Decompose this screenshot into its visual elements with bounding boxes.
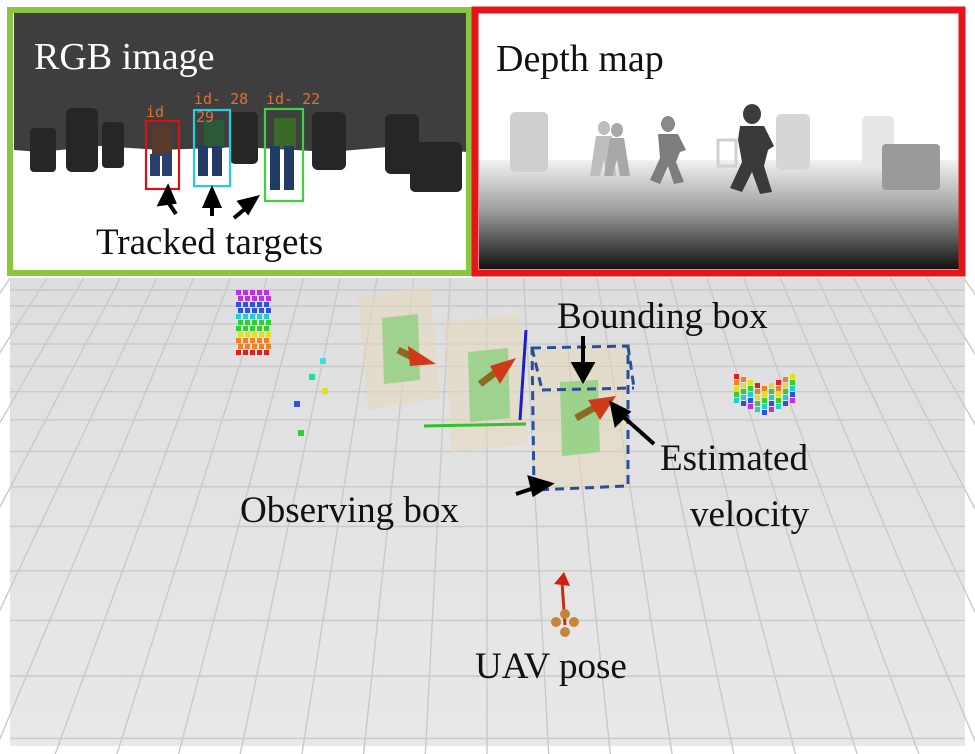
track-id-label: id- 28 xyxy=(194,90,248,108)
tracked-targets-caption: Tracked targets xyxy=(96,222,324,263)
rgb-obstacles xyxy=(30,108,462,192)
rgb-panel-title: RGB image xyxy=(34,36,215,78)
depth-person-silhouettes xyxy=(590,104,774,194)
rgb-ground xyxy=(14,146,467,196)
scene-view xyxy=(0,277,975,754)
axis-blue xyxy=(518,329,528,421)
depth-obstacles xyxy=(510,112,940,190)
uav-pose-label: UAV pose xyxy=(475,646,627,687)
target-box-green xyxy=(263,107,305,203)
point-cloud-left xyxy=(236,290,271,355)
tracked-person-1 xyxy=(150,126,172,176)
estimated-velocity-label-line2: velocity xyxy=(690,494,810,535)
bounding-box-label: Bounding box xyxy=(557,296,768,337)
track-id-label: id xyxy=(146,103,164,121)
track-id-label: id- 22 xyxy=(266,90,320,108)
annotation-arrows xyxy=(515,336,656,498)
scattered-points xyxy=(294,358,328,436)
velocity-arrow-2 xyxy=(477,358,516,387)
velocity-arrow-3 xyxy=(574,396,616,422)
velocity-arrow-1 xyxy=(396,346,436,366)
depth-panel-border xyxy=(471,6,966,277)
depth-map-panel xyxy=(471,6,966,277)
target-box-red xyxy=(144,119,181,191)
depth-panel-title: Depth map xyxy=(496,38,664,80)
tracked-target-arrows xyxy=(156,183,261,220)
tracked-person-2 xyxy=(198,120,224,176)
rgb-panel-border xyxy=(7,7,472,276)
uav-pose-marker xyxy=(551,572,579,637)
track-id-label: 29 xyxy=(196,108,214,126)
observing-box-label: Observing box xyxy=(240,490,459,531)
estimated-velocity-label-line1: Estimated xyxy=(660,438,808,479)
axis-green xyxy=(423,422,527,428)
target-box-2 xyxy=(468,348,510,422)
bounding-box-dashed xyxy=(530,344,630,492)
point-cloud-right xyxy=(734,374,795,415)
tracked-person-3 xyxy=(270,118,296,190)
rgb-image-panel: id id- 28 id- 22 29 xyxy=(7,7,472,276)
depth-ground xyxy=(479,160,960,269)
